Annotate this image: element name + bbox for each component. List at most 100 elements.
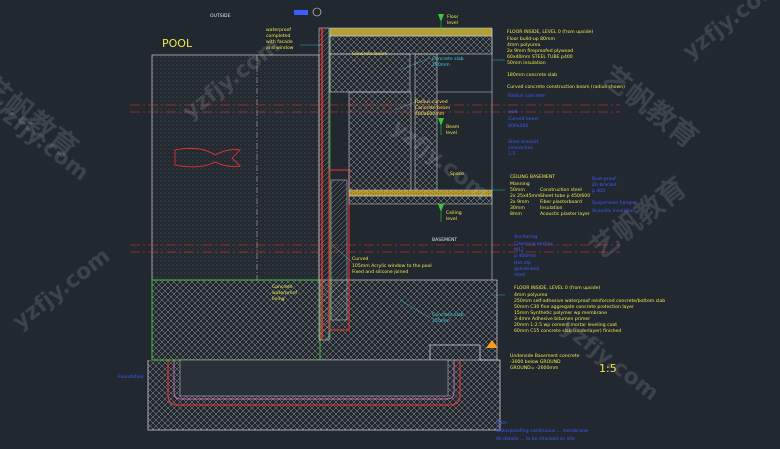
svg-text:wall: wall: [508, 109, 517, 115]
svg-text:Chemical anchor: Chemical anchor: [514, 241, 553, 247]
svg-text:1:5: 1:5: [508, 151, 515, 157]
level-arrow-beam: [438, 118, 444, 135]
top-tag: [294, 10, 308, 15]
svg-text:3-4mm Adhesive bitumen primer: 3-4mm Adhesive bitumen primer: [514, 316, 590, 322]
svg-text:...: ...: [432, 325, 436, 330]
radius-beam-note: Radius curved Concrete beam 400x600mm: [415, 99, 451, 117]
svg-text:400x600mm: 400x600mm: [415, 111, 445, 117]
svg-text:Radius concrete: Radius concrete: [508, 93, 545, 99]
fish-symbol: [174, 147, 241, 168]
svg-text:8mm: 8mm: [510, 211, 522, 217]
svg-text:FLOOR INSIDE, LEVEL 0 (from up: FLOOR INSIDE, LEVEL 0 (from upside): [507, 29, 593, 35]
blue-notes-ceiling: Rust-proof Zn bracket p 400 Suspension h…: [592, 176, 636, 214]
svg-text:30mm: 30mm: [510, 205, 525, 211]
svg-text:...: ...: [352, 58, 356, 63]
ceiling-level-tag: Ceiling level: [446, 210, 462, 222]
basement-label: BASEMENT: [432, 237, 457, 243]
svg-text:800x400: 800x400: [508, 123, 528, 129]
svg-text:M12: M12: [514, 247, 524, 253]
svg-text:yzfjy.com: yzfjy.com: [8, 244, 115, 335]
floor-level-tag: Floor level: [447, 14, 459, 26]
concrete-slab-mid-note: Concrete slab 180mm: [432, 56, 464, 68]
foundation-pink-line: [173, 360, 455, 400]
svg-text:-3000 below GROUND: -3000 below GROUND: [510, 359, 561, 365]
svg-text:20mm 1:2.5 wp cement mortar le: 20mm 1:2.5 wp cement mortar leveling coa…: [514, 322, 617, 328]
concrete-slab-low-note: Concrete slab 250mm ...: [432, 312, 464, 330]
svg-text:Floor build-up 80mm: Floor build-up 80mm: [507, 36, 555, 42]
svg-text:2x 9mm fireproofed plywood: 2x 9mm fireproofed plywood: [507, 48, 573, 54]
svg-text:Floor: Floor: [447, 14, 459, 20]
svg-text:p 400: p 400: [592, 188, 605, 194]
blue-notes-bottom: Note: Waterproofing continuous ... membr…: [496, 420, 588, 442]
svg-text:50mm insulation: 50mm insulation: [507, 60, 546, 66]
svg-text:Beam: Beam: [446, 124, 460, 130]
svg-text:180mm: 180mm: [432, 62, 450, 68]
svg-text:GROUND= -2600mm: GROUND= -2600mm: [510, 365, 559, 371]
svg-text:and window: and window: [266, 45, 294, 51]
svg-text:Rust-proof: Rust-proof: [592, 176, 616, 182]
svg-text:Concrete slab: Concrete slab: [432, 56, 464, 62]
svg-text:Curved beam: Curved beam: [508, 116, 539, 122]
foundation-red-line: [167, 360, 461, 406]
blue-notes-lower: Anchoring Chemical anchor M12 p 400mm Ho…: [514, 234, 553, 278]
left-small-note: Concrete waterproof lining: [272, 284, 297, 302]
svg-text:105mm Acrylic window to the po: 105mm Acrylic window to the pool: [352, 263, 432, 269]
level-arrow-floor: [438, 14, 444, 30]
svg-text:yzfjy.com: yzfjy.com: [678, 0, 780, 65]
svg-text:60mm C15 concrete slab (underl: 60mm C15 concrete slab (underlayer) fini…: [514, 328, 621, 334]
beam-block: [329, 53, 411, 93]
svg-text:Concrete slab: Concrete slab: [432, 312, 464, 318]
svg-text:4mm polyurea: 4mm polyurea: [507, 42, 541, 48]
svg-text:Radius curved: Radius curved: [415, 99, 448, 105]
ceiling-basement-note: CEILING BASEMENT Manning 50mm Constructi…: [510, 174, 590, 217]
svg-text:Steel bracket: Steel bracket: [508, 139, 539, 145]
svg-text:2x 9mm: 2x 9mm: [510, 199, 529, 205]
svg-text:level: level: [447, 20, 458, 26]
svg-text:Concrete beam: Concrete beam: [415, 105, 451, 111]
window-frame: [328, 169, 350, 331]
underside-note: Underside Basement concrete -3000 below …: [510, 353, 580, 371]
svg-text:Anchoring: Anchoring: [514, 234, 537, 240]
concrete-beam-note: Concrete beam ...: [352, 51, 388, 63]
side-column: [414, 53, 438, 195]
space-label: Space: [450, 171, 464, 177]
svg-text:completed: completed: [266, 33, 290, 39]
svg-text:Insulation: Insulation: [540, 205, 563, 211]
foundation-core: [179, 359, 449, 397]
waterproof-note: waterproof completed with facade and win…: [266, 27, 294, 51]
svg-text:FLOOR INSIDE, LEVEL 0 (from up: FLOOR INSIDE, LEVEL 0 (from upside): [514, 285, 600, 291]
blue-notes-mid: Steel bracket connection 1:5: [508, 139, 539, 157]
svg-text:Fixed and silicone joined: Fixed and silicone joined: [352, 269, 408, 275]
level-arrow-ceiling: [438, 204, 444, 222]
svg-text:waterproof: waterproof: [266, 27, 291, 33]
outside-label: OUTSIDE: [210, 13, 231, 19]
acrylic-window: [330, 179, 348, 321]
svg-text:CEILING BASEMENT: CEILING BASEMENT: [510, 174, 555, 180]
svg-text:with facade: with facade: [266, 39, 293, 45]
roof-build-up: [329, 27, 493, 37]
svg-text:2x 25x45mm: 2x 25x45mm: [510, 193, 541, 199]
svg-text:Hot-dip: Hot-dip: [514, 260, 531, 266]
svg-text:Curved concrete construction b: Curved concrete construction beam (radiu…: [507, 84, 625, 90]
svg-text:Acoustic insulation: Acoustic insulation: [592, 208, 635, 214]
svg-text:Sheet tube p 450/600: Sheet tube p 450/600: [540, 193, 590, 199]
svg-text:level: level: [446, 216, 457, 222]
svg-text:connection: connection: [508, 145, 533, 151]
svg-text:Concrete: Concrete: [272, 284, 293, 290]
svg-text:4mm polyurea: 4mm polyurea: [514, 292, 548, 298]
svg-text:steel: steel: [514, 272, 525, 278]
window-note: Curved 105mm Acrylic window to the pool …: [352, 256, 432, 275]
pool-label: POOL: [162, 37, 193, 50]
blue-notes-upper: Radius concrete wall Curved beam 800x400: [508, 93, 545, 129]
svg-text:50mm C30 fine aggregate concre: 50mm C30 fine aggregate concrete protect…: [514, 304, 634, 310]
svg-text:Note:: Note:: [496, 420, 509, 426]
svg-text:Ceiling: Ceiling: [446, 210, 462, 216]
floor-b-note: FLOOR INSIDE, LEVEL 0 (from upside) 4mm …: [514, 285, 665, 334]
svg-text:250mm self-adhesive waterproof: 250mm self-adhesive waterproof reinforce…: [514, 298, 665, 304]
level-arrow-basement: [486, 340, 498, 348]
svg-text:15mm Synthetic polymer wp memb: 15mm Synthetic polymer wp membrane: [514, 310, 607, 316]
svg-text:lining: lining: [272, 296, 285, 302]
pool-wall-concrete: [318, 27, 330, 341]
foundation-label: Foundation: [118, 374, 144, 380]
